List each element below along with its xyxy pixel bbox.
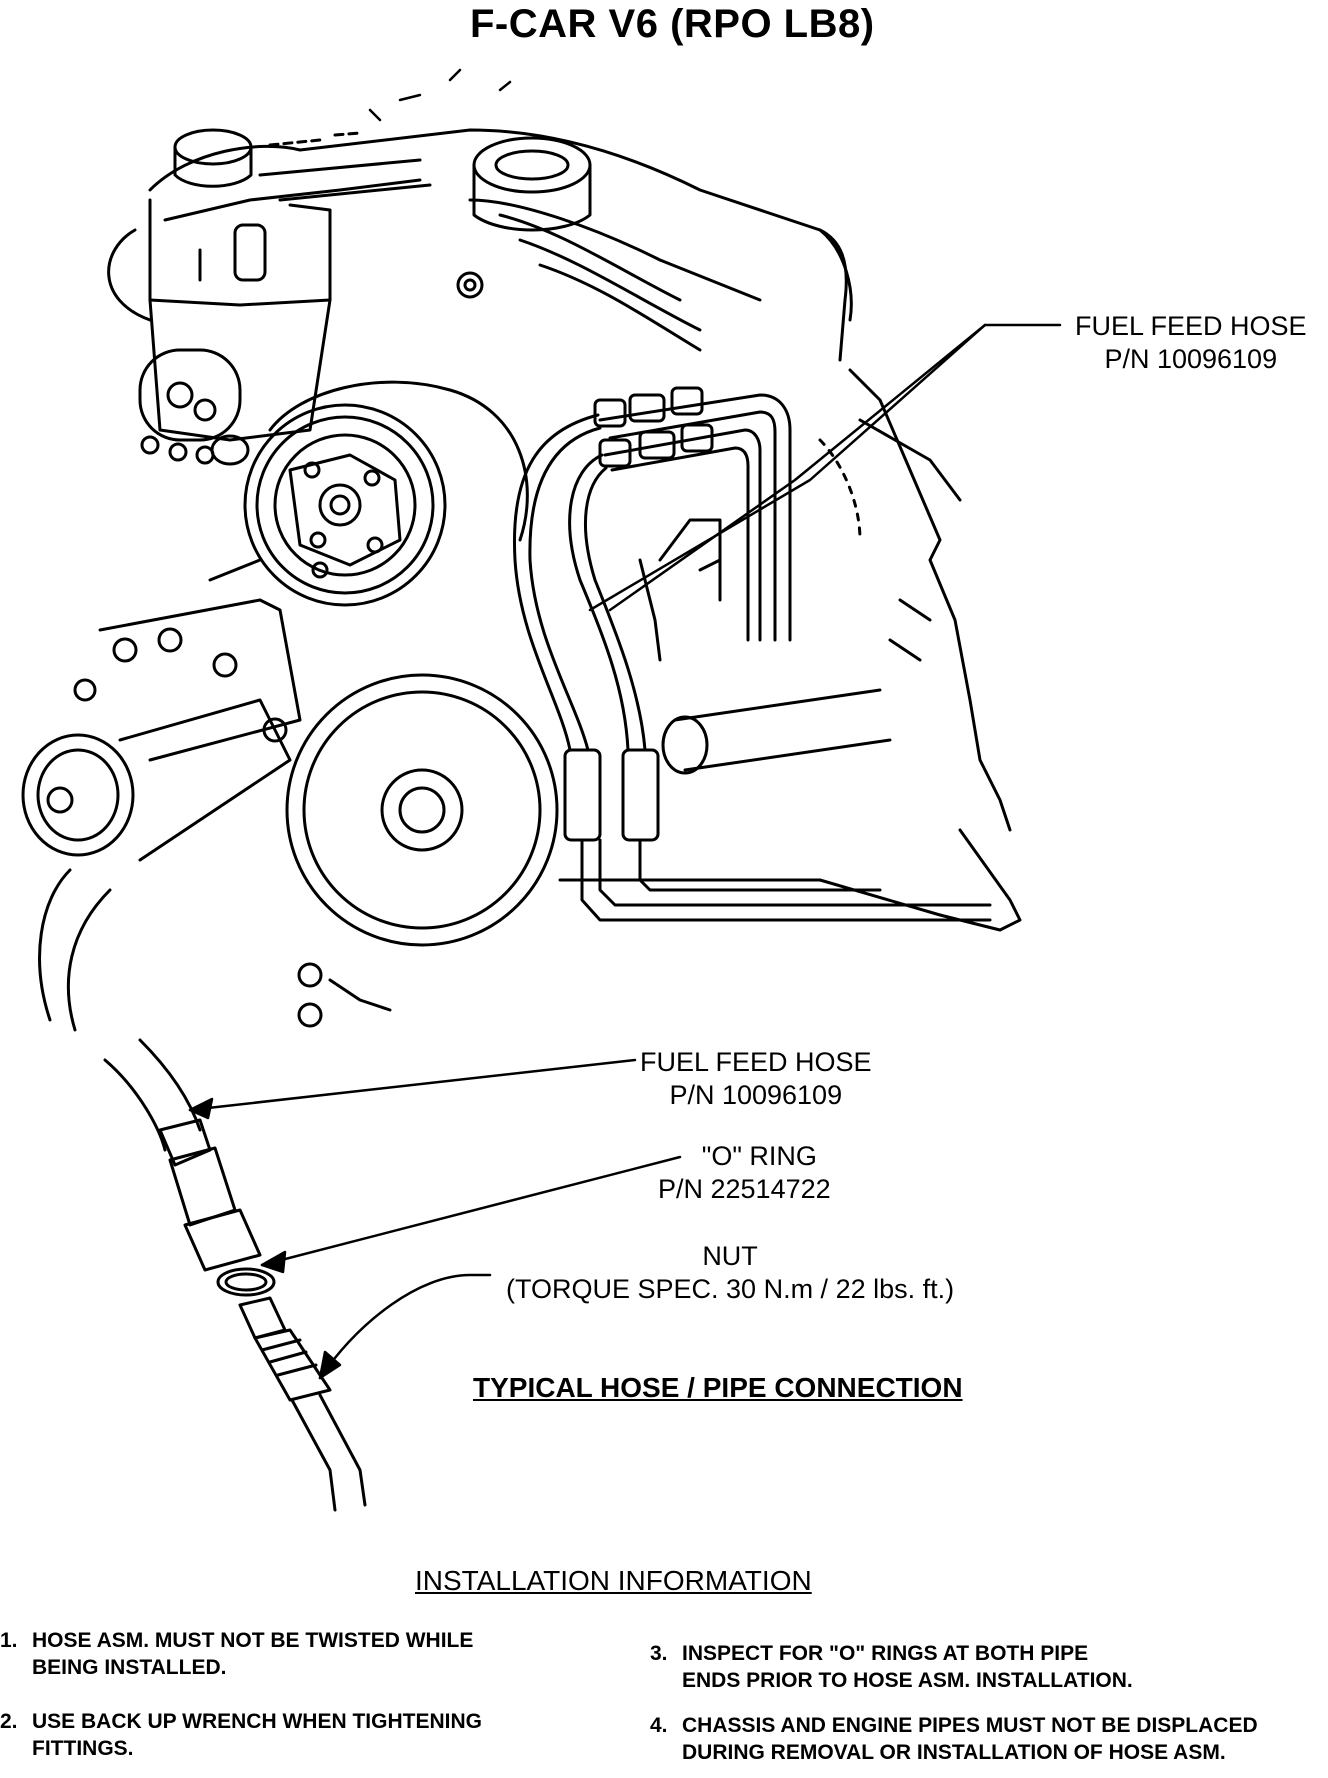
detail-leaders — [188, 1058, 682, 1380]
sensor-cluster — [138, 348, 250, 466]
note-text: HOSE ASM. MUST NOT BE TWISTED WHILE BEIN… — [32, 1629, 474, 1679]
fuel-feed-hose-name: FUEL FEED HOSE — [1075, 311, 1307, 341]
note-text: CHASSIS AND ENGINE PIPES MUST NOT BE DIS… — [682, 1714, 1258, 1764]
note-3: 3. INSPECT FOR "O" RINGS AT BOTH PIPE END… — [650, 1640, 1152, 1694]
page-title: F-CAR V6 (RPO LB8) — [470, 2, 875, 46]
note-text: INSPECT FOR "O" RINGS AT BOTH PIPE ENDS … — [682, 1642, 1133, 1692]
note-4: 4. CHASSIS AND ENGINE PIPES MUST NOT BE D… — [650, 1712, 1282, 1766]
intake-manifold — [148, 68, 853, 362]
mounting-bracket — [73, 558, 392, 1028]
o-ring-pn: P/N 22514722 — [658, 1174, 831, 1204]
fuel-feed-hose-pn: P/N 10096109 — [669, 1080, 843, 1110]
fuel-feed-hose-pn: P/N 10096109 — [1104, 344, 1278, 374]
nut-torque-spec: (TORQUE SPEC. 30 N.m / 22 lbs. ft.) — [506, 1274, 955, 1304]
filler-neck — [456, 136, 592, 299]
connection-detail — [103, 1038, 367, 1512]
connection-heading: TYPICAL HOSE / PIPE CONNECTION — [473, 1372, 963, 1403]
note-number: 1. — [0, 1629, 18, 1652]
note-number: 2. — [0, 1710, 18, 1733]
note-number: 4. — [650, 1714, 668, 1737]
throttle-body — [107, 128, 332, 442]
o-ring-label: "O" RING P/N 22514722 — [658, 1140, 831, 1206]
nut-name: NUT — [702, 1241, 758, 1271]
fuel-hoses-engine — [512, 386, 992, 922]
engine-block — [558, 368, 1022, 932]
power-steering-pulley — [285, 673, 559, 947]
fuel-feed-hose-name: FUEL FEED HOSE — [640, 1047, 872, 1077]
nut-label: NUT (TORQUE SPEC. 30 N.m / 22 lbs. ft.) — [506, 1240, 954, 1306]
note-number: 3. — [650, 1642, 668, 1665]
o-ring-name: "O" RING — [701, 1141, 817, 1171]
note-2: 2. USE BACK UP WRENCH WHEN TIGHTENING FIT… — [0, 1708, 532, 1762]
note-text: USE BACK UP WRENCH WHEN TIGHTENING FITTI… — [32, 1710, 482, 1760]
fuel-feed-hose-label-top: FUEL FEED HOSE P/N 10096109 — [1075, 310, 1307, 376]
installation-heading: INSTALLATION INFORMATION — [415, 1565, 812, 1596]
fuel-feed-hose-leader-top — [588, 323, 1062, 612]
note-1: 1. HOSE ASM. MUST NOT BE TWISTED WHILE BE… — [0, 1627, 532, 1681]
fuel-feed-hose-label-detail: FUEL FEED HOSE P/N 10096109 — [640, 1046, 872, 1112]
tensioner-pulley — [21, 698, 292, 1032]
ac-compressor — [243, 380, 529, 607]
